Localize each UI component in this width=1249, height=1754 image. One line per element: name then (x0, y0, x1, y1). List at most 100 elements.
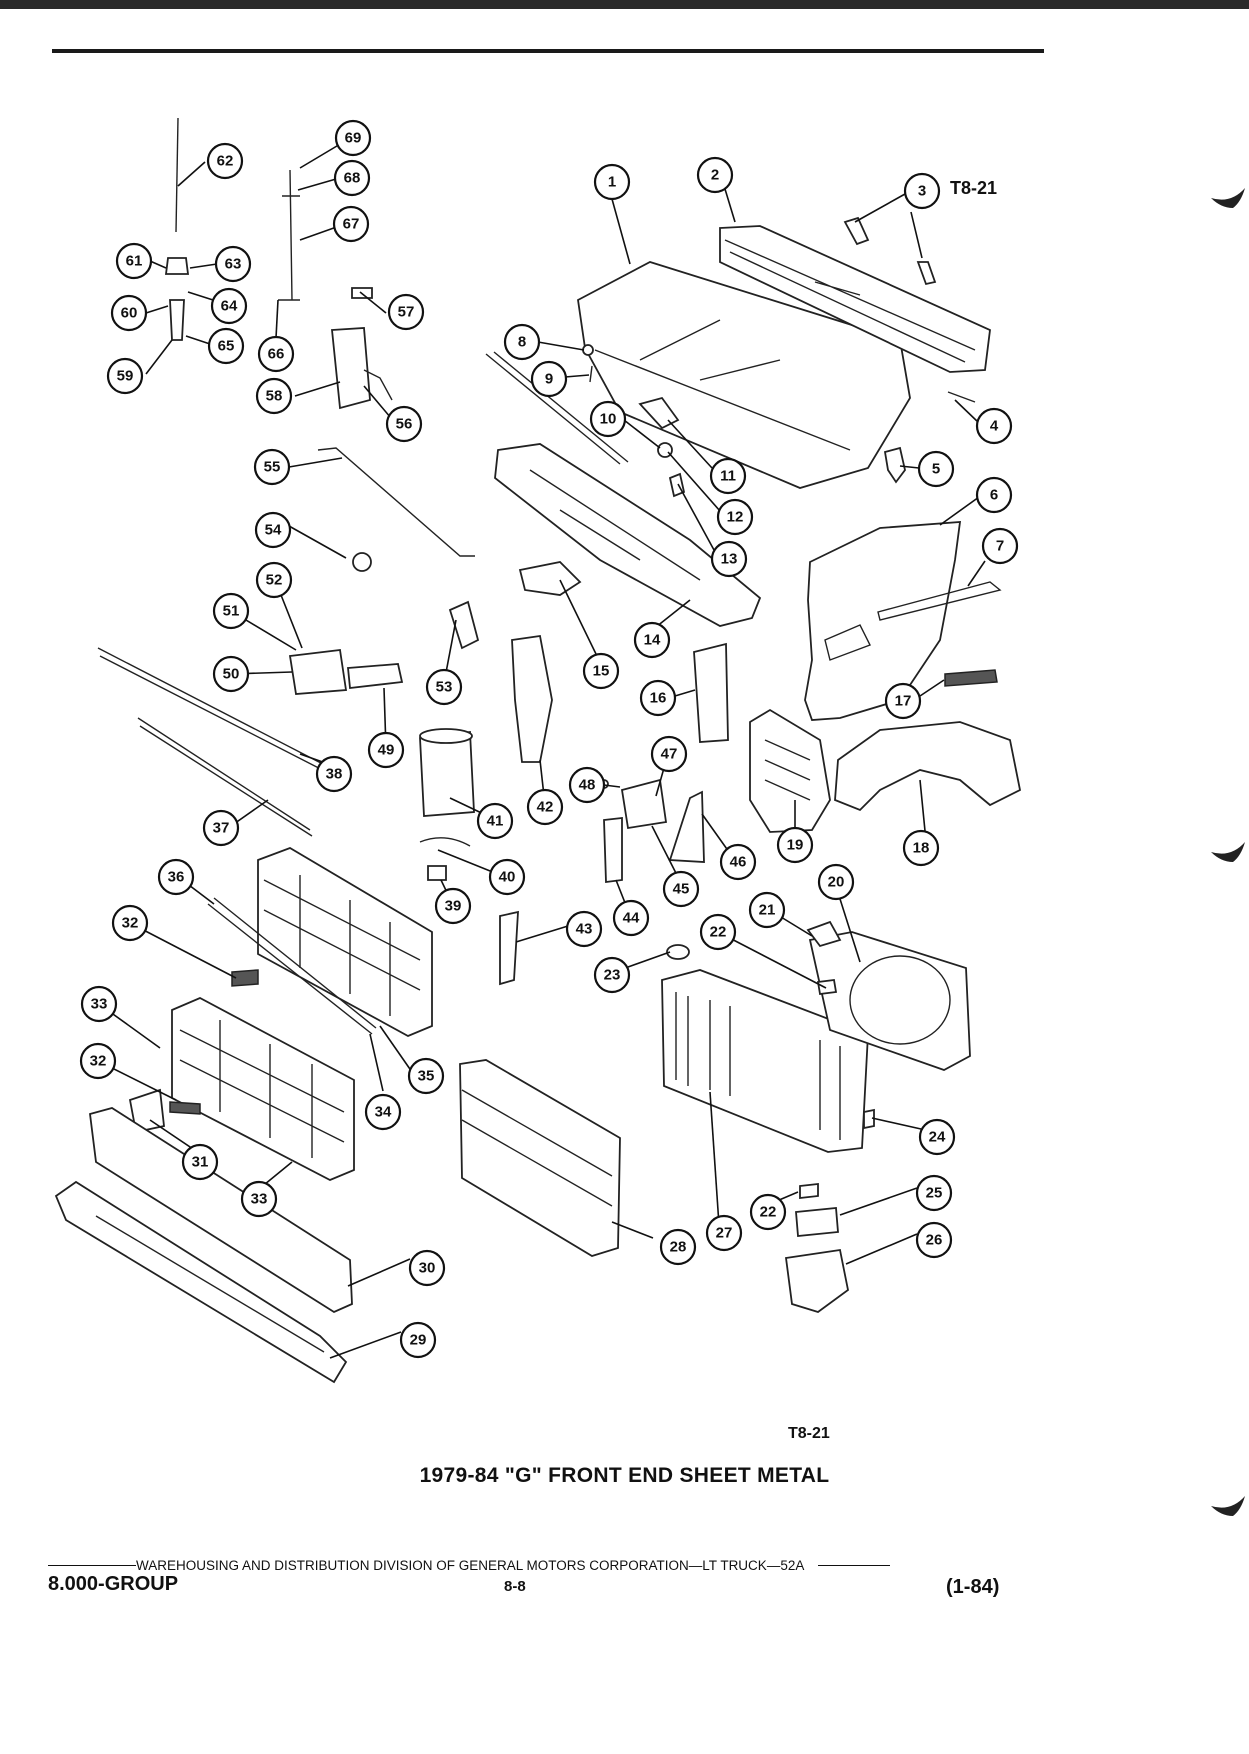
svg-text:1: 1 (608, 174, 616, 191)
callout-51: 51 (212, 592, 250, 630)
callout-4: 4 (975, 407, 1013, 445)
svg-text:59: 59 (117, 368, 134, 385)
svg-text:23: 23 (604, 967, 621, 984)
svg-text:20: 20 (828, 874, 845, 891)
callout-37: 37 (202, 809, 240, 847)
callout-24: 24 (918, 1118, 956, 1156)
svg-text:39: 39 (445, 898, 462, 915)
callout-47: 47 (650, 735, 688, 773)
callout-41: 41 (476, 802, 514, 840)
svg-text:24: 24 (929, 1129, 946, 1146)
svg-text:28: 28 (670, 1239, 687, 1256)
callout-29: 29 (399, 1321, 437, 1359)
svg-text:43: 43 (576, 921, 593, 938)
callout-66: 66 (257, 335, 295, 373)
svg-text:8: 8 (518, 334, 526, 351)
figure-title: 1979-84 "G" FRONT END SHEET METAL (419, 1464, 830, 1487)
svg-text:48: 48 (579, 777, 596, 794)
callout-28: 28 (659, 1228, 697, 1266)
callout-34: 34 (364, 1093, 402, 1131)
callout-43: 43 (565, 910, 603, 948)
header-rule (52, 49, 1044, 53)
svg-text:2: 2 (711, 167, 719, 184)
svg-text:36: 36 (168, 869, 185, 886)
svg-text:32: 32 (90, 1053, 107, 1070)
callout-6: 6 (975, 476, 1013, 514)
figure-code: T8-21 (950, 178, 998, 198)
svg-text:56: 56 (396, 416, 413, 433)
figure-code-bottom: T8-21 (788, 1425, 830, 1442)
callout-1: 1 (593, 163, 631, 201)
callout-38: 38 (315, 755, 353, 793)
svg-text:6: 6 (990, 487, 998, 504)
callout-23: 23 (593, 956, 631, 994)
callout-57: 57 (387, 293, 425, 331)
callout-27: 27 (705, 1214, 743, 1252)
callout-44: 44 (612, 899, 650, 937)
scan-binding-mark (1211, 188, 1245, 208)
scan-top-edge (0, 0, 1249, 9)
svg-text:63: 63 (225, 256, 242, 273)
callout-18: 18 (902, 829, 940, 867)
callout-10: 10 (589, 400, 627, 438)
svg-text:52: 52 (266, 572, 283, 589)
svg-text:45: 45 (673, 881, 690, 898)
svg-text:10: 10 (600, 411, 617, 428)
callout-52: 52 (255, 561, 293, 599)
svg-text:33: 33 (91, 996, 108, 1013)
callout-32b: 32 (79, 1042, 117, 1080)
svg-text:67: 67 (343, 216, 360, 233)
callout-5: 5 (917, 450, 955, 488)
svg-text:25: 25 (926, 1185, 943, 1202)
svg-text:38: 38 (326, 766, 343, 783)
svg-text:57: 57 (398, 304, 415, 321)
svg-text:30: 30 (419, 1260, 436, 1277)
callout-12: 12 (716, 498, 754, 536)
exploded-parts-diagram: 1 2 3 4 5 6 7 8 9 10 11 12 13 14 15 16 1… (54, 117, 1022, 1384)
callout-14: 14 (633, 621, 671, 659)
callout-62: 62 (206, 142, 244, 180)
callout-3: 3 (903, 172, 941, 210)
svg-text:22: 22 (710, 924, 727, 941)
callout-56: 56 (385, 405, 423, 443)
callout-69: 69 (334, 119, 372, 157)
callout-7: 7 (981, 527, 1019, 565)
svg-text:14: 14 (644, 632, 661, 649)
svg-text:69: 69 (345, 130, 362, 147)
callout-19: 19 (776, 826, 814, 864)
svg-text:33: 33 (251, 1191, 268, 1208)
svg-text:55: 55 (264, 459, 281, 476)
scan-binding-mark (1211, 842, 1245, 862)
callout-58: 58 (255, 377, 293, 415)
svg-text:46: 46 (730, 854, 747, 871)
callout-46: 46 (719, 843, 757, 881)
callout-15: 15 (582, 652, 620, 690)
callout-40: 40 (488, 858, 526, 896)
callout-13: 13 (710, 540, 748, 578)
callout-63: 63 (214, 245, 252, 283)
svg-text:41: 41 (487, 813, 504, 830)
callout-11: 11 (709, 457, 747, 495)
callout-36: 36 (157, 858, 195, 896)
callout-50: 50 (212, 655, 250, 693)
svg-text:21: 21 (759, 902, 776, 919)
callout-64: 64 (210, 287, 248, 325)
svg-text:17: 17 (895, 693, 912, 710)
svg-text:49: 49 (378, 742, 395, 759)
svg-text:13: 13 (721, 551, 738, 568)
svg-text:4: 4 (990, 418, 999, 435)
svg-text:68: 68 (344, 170, 361, 187)
callout-26: 26 (915, 1221, 953, 1259)
svg-text:35: 35 (418, 1068, 435, 1085)
callout-21: 21 (748, 891, 786, 929)
callout-8: 8 (503, 323, 541, 361)
svg-text:16: 16 (650, 690, 667, 707)
callout-16: 16 (639, 679, 677, 717)
callout-54: 54 (254, 511, 292, 549)
svg-text:42: 42 (537, 799, 554, 816)
svg-text:15: 15 (593, 663, 610, 680)
footer-revision: (1-84) (946, 1576, 1000, 1598)
svg-text:31: 31 (192, 1154, 209, 1171)
scan-binding-mark (1211, 1496, 1245, 1516)
footer-division-line: WAREHOUSING AND DISTRIBUTION DIVISION OF… (48, 1558, 1028, 1573)
